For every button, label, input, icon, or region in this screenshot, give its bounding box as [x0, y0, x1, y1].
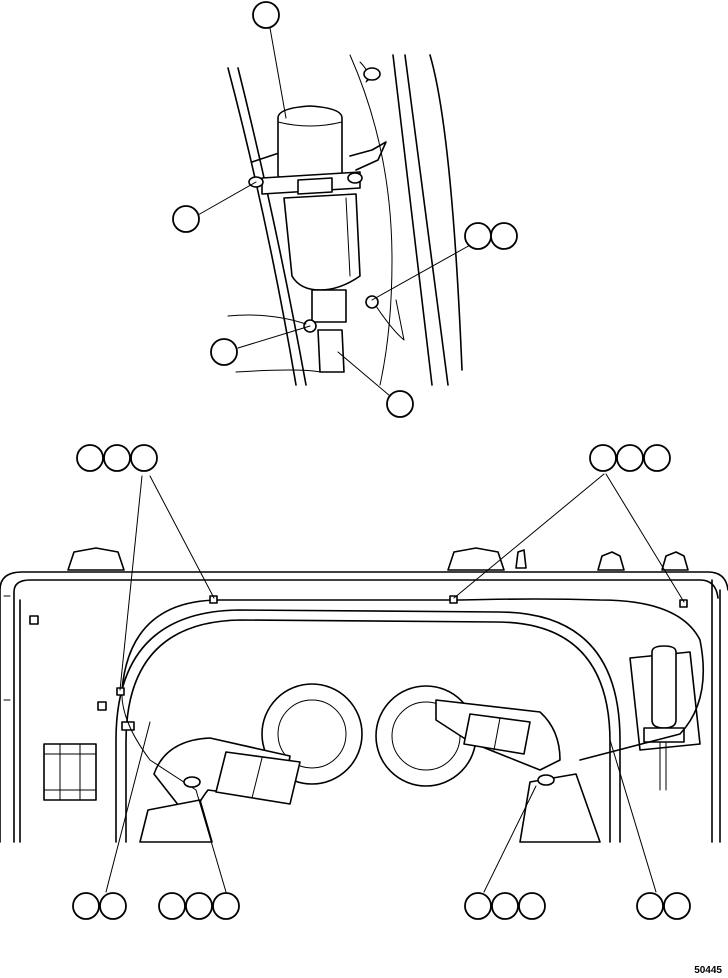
- balloon-group-harness-left: [210, 338, 238, 366]
- harness-routing: [121, 598, 705, 761]
- filter-bottom: [651, 645, 677, 729]
- callout-balloon: [491, 892, 519, 920]
- balloon-group-clip-right: [464, 222, 518, 250]
- vehicle-overview: [0, 547, 728, 843]
- balloon-group-clamp-bottom-right-b: [636, 892, 691, 920]
- callout-balloon: [252, 1, 280, 29]
- balloon-group-routing-left: [76, 444, 158, 472]
- callout-balloon: [72, 892, 100, 920]
- callout-balloon: [158, 892, 186, 920]
- balloon-group-clamp-bottom-left-b: [158, 892, 240, 920]
- callout-balloon: [99, 892, 127, 920]
- callout-balloon: [663, 892, 691, 920]
- callout-balloon: [172, 205, 200, 233]
- callout-balloon: [185, 892, 213, 920]
- balloon-group-sensor-bottom: [386, 390, 414, 418]
- callout-balloon: [386, 390, 414, 418]
- callout-balloon: [636, 892, 664, 920]
- callout-balloon: [210, 338, 238, 366]
- callout-balloon: [616, 444, 644, 472]
- callout-balloon: [212, 892, 240, 920]
- detail-view-fuel-filter: [227, 54, 463, 386]
- balloon-group-clamp-bottom-right-a: [464, 892, 546, 920]
- callout-balloon: [76, 444, 104, 472]
- balloon-group-sensor-top: [252, 1, 280, 29]
- balloon-group-clamp-bottom-left-a: [72, 892, 127, 920]
- callout-balloon: [518, 892, 546, 920]
- balloon-group-routing-right: [589, 444, 671, 472]
- callouts-bottom: [105, 473, 685, 893]
- callout-balloon: [103, 444, 131, 472]
- callout-balloon: [643, 444, 671, 472]
- figure-number: 50445: [694, 965, 722, 976]
- filter-canister: [277, 105, 343, 183]
- callout-balloon: [589, 444, 617, 472]
- callout-balloon: [130, 444, 158, 472]
- balloon-group-bracket-left: [172, 205, 200, 233]
- callouts-top: [197, 27, 473, 397]
- callout-balloon: [490, 222, 518, 250]
- callout-balloon: [464, 222, 492, 250]
- callout-balloon: [464, 892, 492, 920]
